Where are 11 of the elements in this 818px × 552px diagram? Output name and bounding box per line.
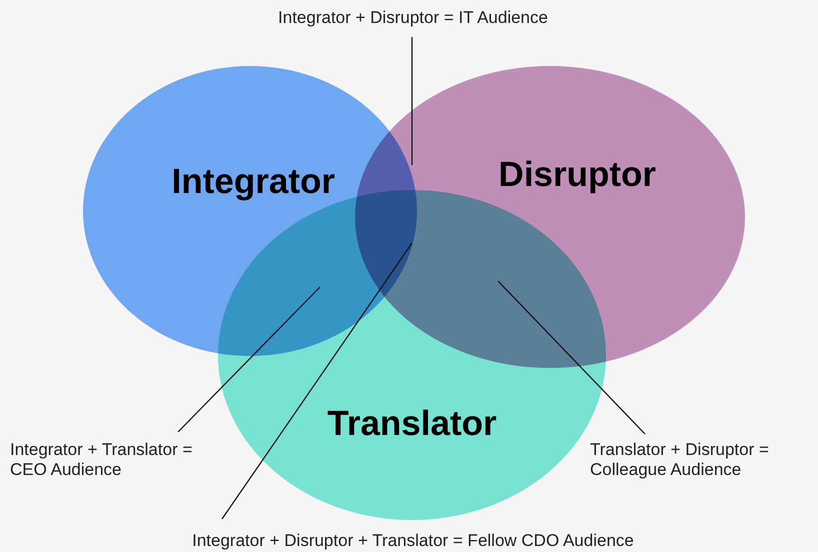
leader-line <box>178 286 320 432</box>
overlap-note: Integrator + Disruptor = IT Audience <box>277 8 549 28</box>
leader-line <box>411 37 413 165</box>
leader-line <box>498 280 646 434</box>
set-label: Disruptor <box>498 154 656 195</box>
overlap-note: Integrator + Disruptor + Translator = Fellow CDO Audience <box>191 531 635 551</box>
set-label: Translator <box>327 404 497 444</box>
overlap-note: Translator + Disruptor = Colleague Audience <box>590 440 770 480</box>
leader-line <box>222 242 412 520</box>
set-label: Integrator <box>172 162 335 202</box>
overlap-note: Integrator + Translator = CEO Audience <box>10 440 194 480</box>
